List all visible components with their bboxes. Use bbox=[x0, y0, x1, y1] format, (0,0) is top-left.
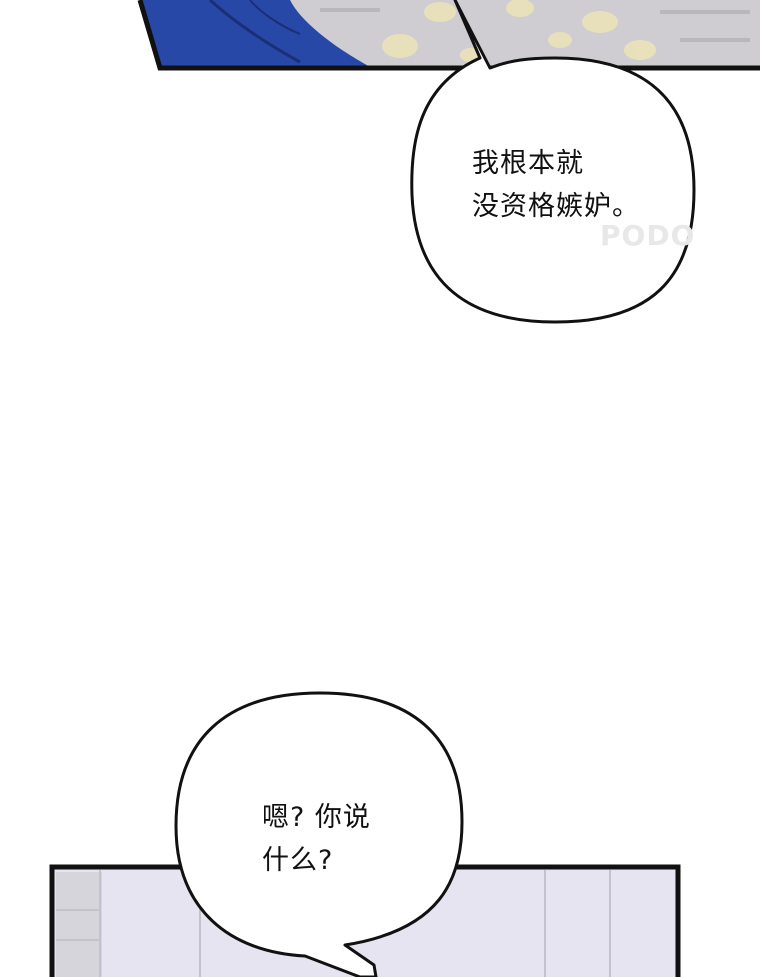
top-panel bbox=[137, 0, 760, 71]
watermark: PODO bbox=[600, 219, 696, 252]
bubble-2-text: 嗯? 你说 什么? bbox=[262, 796, 371, 882]
bubble-2-line-1: 嗯? 你说 bbox=[262, 802, 371, 833]
bubble-1-text: 我根本就 没资格嫉妒。 bbox=[472, 142, 640, 228]
speech-bubble-1 bbox=[410, 0, 696, 324]
speech-bubble-2 bbox=[174, 691, 464, 977]
bubble-1-line-1: 我根本就 bbox=[472, 148, 584, 179]
bubble-2-line-2: 什么? bbox=[262, 845, 334, 876]
flower-pattern bbox=[382, 0, 656, 62]
bubble-1-line-2: 没资格嫉妒。 bbox=[472, 191, 640, 222]
